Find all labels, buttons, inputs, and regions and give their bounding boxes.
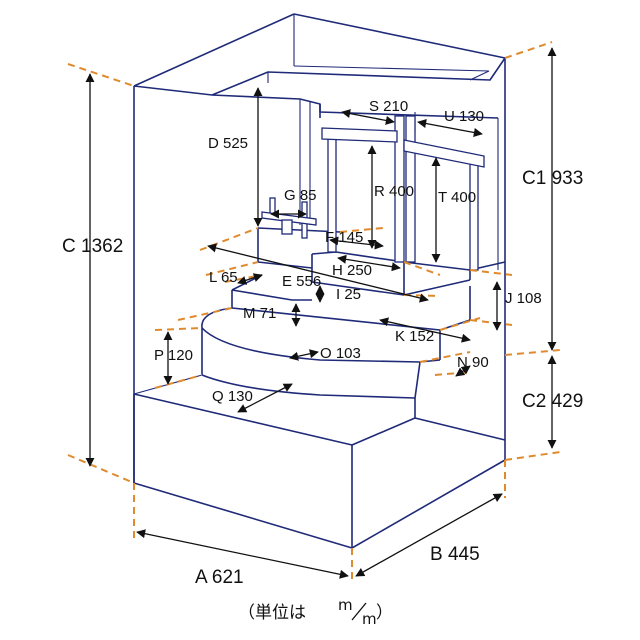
label-g: G 85 — [284, 187, 317, 204]
unit-fraction-slash — [351, 602, 367, 621]
label-r: R 400 — [374, 183, 414, 200]
label-f: F 145 — [325, 229, 363, 246]
label-q: Q 130 — [212, 388, 253, 405]
label-d: D 525 — [208, 135, 248, 152]
faucet — [261, 197, 317, 239]
cabinet-outline — [133, 13, 506, 549]
label-m: M 71 — [243, 305, 276, 322]
steps — [133, 227, 506, 418]
label-a: A 621 — [195, 567, 244, 588]
label-u: U 130 — [444, 108, 484, 125]
label-l: L 65 — [209, 269, 238, 286]
label-b: B 445 — [430, 544, 480, 565]
dim-q-arrow — [237, 383, 293, 413]
dim-s-arrow — [341, 109, 395, 125]
dimension-labels: C 1362 C1 933 C2 429 A 621 B 445 D 525 G… — [62, 98, 583, 588]
dim-e-arrow — [207, 243, 429, 303]
dimension-arrows — [85, 47, 557, 579]
label-c1: C1 933 — [522, 168, 583, 189]
label-s: S 210 — [369, 98, 408, 115]
dim-l-arrow — [237, 273, 263, 285]
label-c: C 1362 — [62, 236, 123, 257]
label-k: K 152 — [395, 328, 434, 345]
label-p: P 120 — [154, 347, 193, 364]
unit-note: （単位は m m ） — [238, 596, 393, 628]
dim-k-arrow — [379, 317, 471, 343]
label-n: N 90 — [457, 354, 489, 371]
unit-numerator: m — [338, 596, 353, 614]
dim-b-arrow — [355, 493, 503, 577]
label-e: E 556 — [282, 273, 321, 290]
unit-denominator: m — [362, 610, 377, 628]
unit-suffix: ） — [376, 603, 393, 623]
label-h: H 250 — [332, 262, 372, 279]
label-j: J 108 — [505, 290, 542, 307]
dim-a-arrow — [136, 529, 349, 579]
label-o: O 103 — [320, 345, 361, 362]
label-c2: C2 429 — [522, 391, 583, 412]
label-i: I 25 — [336, 286, 361, 303]
unit-prefix: （単位は — [238, 603, 306, 623]
dim-n-arrow — [455, 365, 471, 377]
dim-u-arrow — [417, 119, 483, 137]
dim-o-arrow — [289, 349, 319, 361]
label-t: T 400 — [438, 189, 476, 206]
